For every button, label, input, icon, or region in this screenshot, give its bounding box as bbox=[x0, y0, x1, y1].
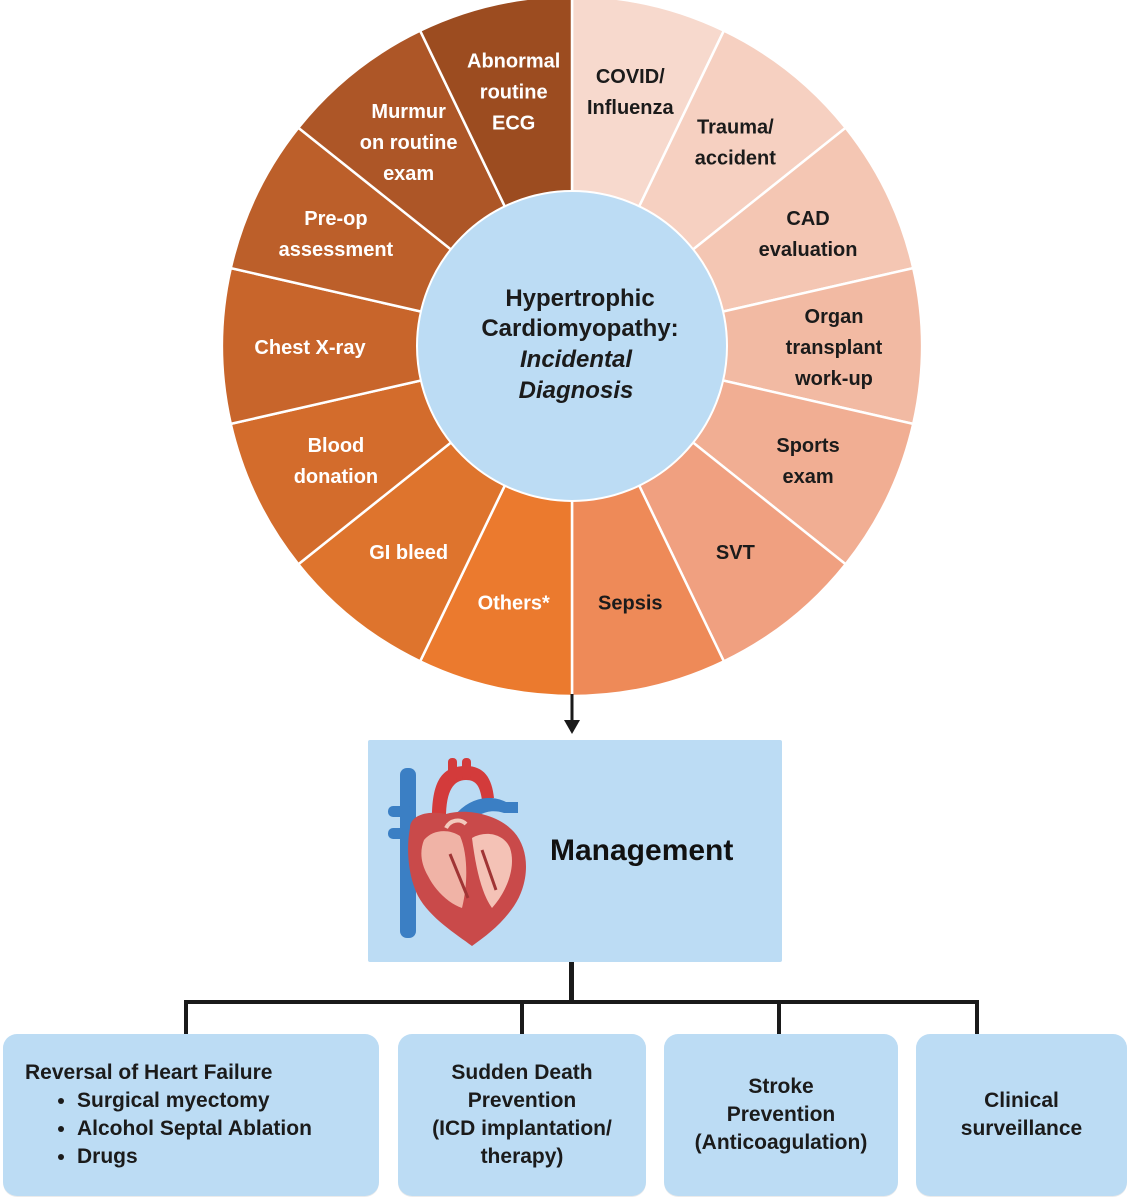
wheel-segment-label-line: Organ bbox=[805, 306, 864, 328]
wheel-segment-label-line: Blood bbox=[308, 435, 365, 457]
wheel-segment-label-line: Pre-op bbox=[304, 208, 367, 230]
wheel-segment-label: Blood donation bbox=[294, 435, 378, 488]
sudden-death-line-3: (ICD implantation/ bbox=[432, 1117, 612, 1140]
connector-drop-1 bbox=[184, 1000, 188, 1034]
wheel-segment-label-line: ECG bbox=[492, 113, 535, 135]
surveillance-line-1: Clinical bbox=[984, 1089, 1059, 1112]
stroke-line-1: Stroke bbox=[748, 1075, 814, 1098]
list-item: Surgical myectomy bbox=[77, 1087, 312, 1115]
heart-failure-list: Surgical myectomy Alcohol Septal Ablatio… bbox=[25, 1087, 312, 1171]
wheel-segment-label-line: Murmur bbox=[371, 101, 446, 123]
heart-failure-box: Reversal of Heart Failure Surgical myect… bbox=[3, 1034, 379, 1196]
wheel-segment-label: Sports exam bbox=[776, 435, 839, 488]
wheel-segment-label-line: Abnormal bbox=[467, 51, 560, 73]
connector-horizontal bbox=[184, 1000, 979, 1004]
down-arrow-head bbox=[564, 720, 580, 734]
wheel-segment-label-line: work-up bbox=[794, 368, 873, 390]
heart-failure-title: Reversal of Heart Failure bbox=[25, 1061, 273, 1084]
wheel-segment-label-line: Chest X-ray bbox=[254, 337, 366, 359]
wheel-segment-label-line: donation bbox=[294, 466, 378, 488]
wheel-segment-label: Organ transplant work-up bbox=[786, 306, 883, 390]
center-title-line-1: Hypertrophic bbox=[505, 285, 654, 312]
wheel-segment bbox=[571, 266, 924, 426]
wheel-segment-label-line: SVT bbox=[716, 542, 755, 564]
wheel-segment-label-line: CAD bbox=[786, 208, 829, 230]
sudden-death-line-2: Prevention bbox=[467, 1089, 577, 1112]
wheel-segment-label-line: on routine bbox=[360, 132, 458, 154]
wheel-segment-label-line: Trauma/ bbox=[697, 117, 774, 139]
wheel-segment-label: CAD evaluation bbox=[759, 208, 858, 261]
wheel-segment-label-line: exam bbox=[782, 466, 833, 488]
wheel-segment-label-line: exam bbox=[383, 163, 434, 185]
stroke-line-3: (Anticoagulation) bbox=[694, 1131, 868, 1154]
wheel-segment-label-line: evaluation bbox=[759, 239, 858, 261]
sudden-death-line-4: therapy) bbox=[480, 1145, 564, 1168]
wheel-segment-label-line: Influenza bbox=[587, 97, 675, 119]
center-title-line-4: Diagnosis bbox=[519, 377, 634, 404]
wheel-segment-label: Trauma/accident bbox=[695, 117, 776, 170]
wheel-segment-label: GI bleed bbox=[369, 542, 448, 564]
sudden-death-box: Sudden Death Prevention (ICD implantatio… bbox=[398, 1034, 646, 1196]
wheel-segment-label-line: Others* bbox=[478, 592, 550, 614]
wheel-segment-label: COVID/Influenza bbox=[587, 66, 675, 119]
connector-drop-4 bbox=[975, 1000, 979, 1034]
wheel-segment-label-line: transplant bbox=[786, 337, 883, 359]
center-title-line-3: Incidental bbox=[520, 346, 633, 373]
wheel-segment-label: Sepsis bbox=[598, 592, 662, 614]
wheel-segment-label: Pre-op assessment bbox=[279, 208, 394, 261]
list-item: Alcohol Septal Ablation bbox=[77, 1115, 312, 1143]
wheel-segment-label-line: COVID/ bbox=[596, 66, 665, 88]
management-title: Management bbox=[550, 834, 734, 867]
surveillance-box: Clinical surveillance bbox=[916, 1034, 1127, 1196]
stroke-box: Stroke Prevention (Anticoagulation) bbox=[664, 1034, 898, 1196]
wheel-segment-label: Others* bbox=[478, 592, 550, 614]
wheel-segment bbox=[220, 266, 573, 426]
wheel-segment-label-line: GI bleed bbox=[369, 542, 448, 564]
wheel-segment-label: Murmur on routine exam bbox=[360, 101, 458, 185]
wheel-segment-label: SVT bbox=[716, 542, 755, 564]
wheel-segment-label-line: Sepsis bbox=[598, 592, 662, 614]
wheel-segment-label-line: routine bbox=[480, 82, 548, 104]
connector-trunk bbox=[569, 962, 574, 1002]
wheel-segment-label: Chest X-ray bbox=[254, 337, 366, 359]
surveillance-line-2: surveillance bbox=[960, 1117, 1083, 1140]
center-circle bbox=[416, 190, 728, 502]
stroke-line-2: Prevention bbox=[726, 1103, 836, 1126]
wheel-segment-label-line: accident bbox=[695, 148, 776, 170]
wheel-segment-label-line: Sports bbox=[776, 435, 839, 457]
wheel-segment-label-line: assessment bbox=[279, 239, 394, 261]
anatomical-heart-icon bbox=[388, 758, 526, 946]
connector-drop-2 bbox=[520, 1000, 524, 1034]
sudden-death-line-1: Sudden Death bbox=[451, 1061, 593, 1084]
connector-drop-3 bbox=[777, 1000, 781, 1034]
center-title-line-2: Cardiomyopathy: bbox=[481, 315, 678, 342]
list-item: Drugs bbox=[77, 1143, 312, 1171]
